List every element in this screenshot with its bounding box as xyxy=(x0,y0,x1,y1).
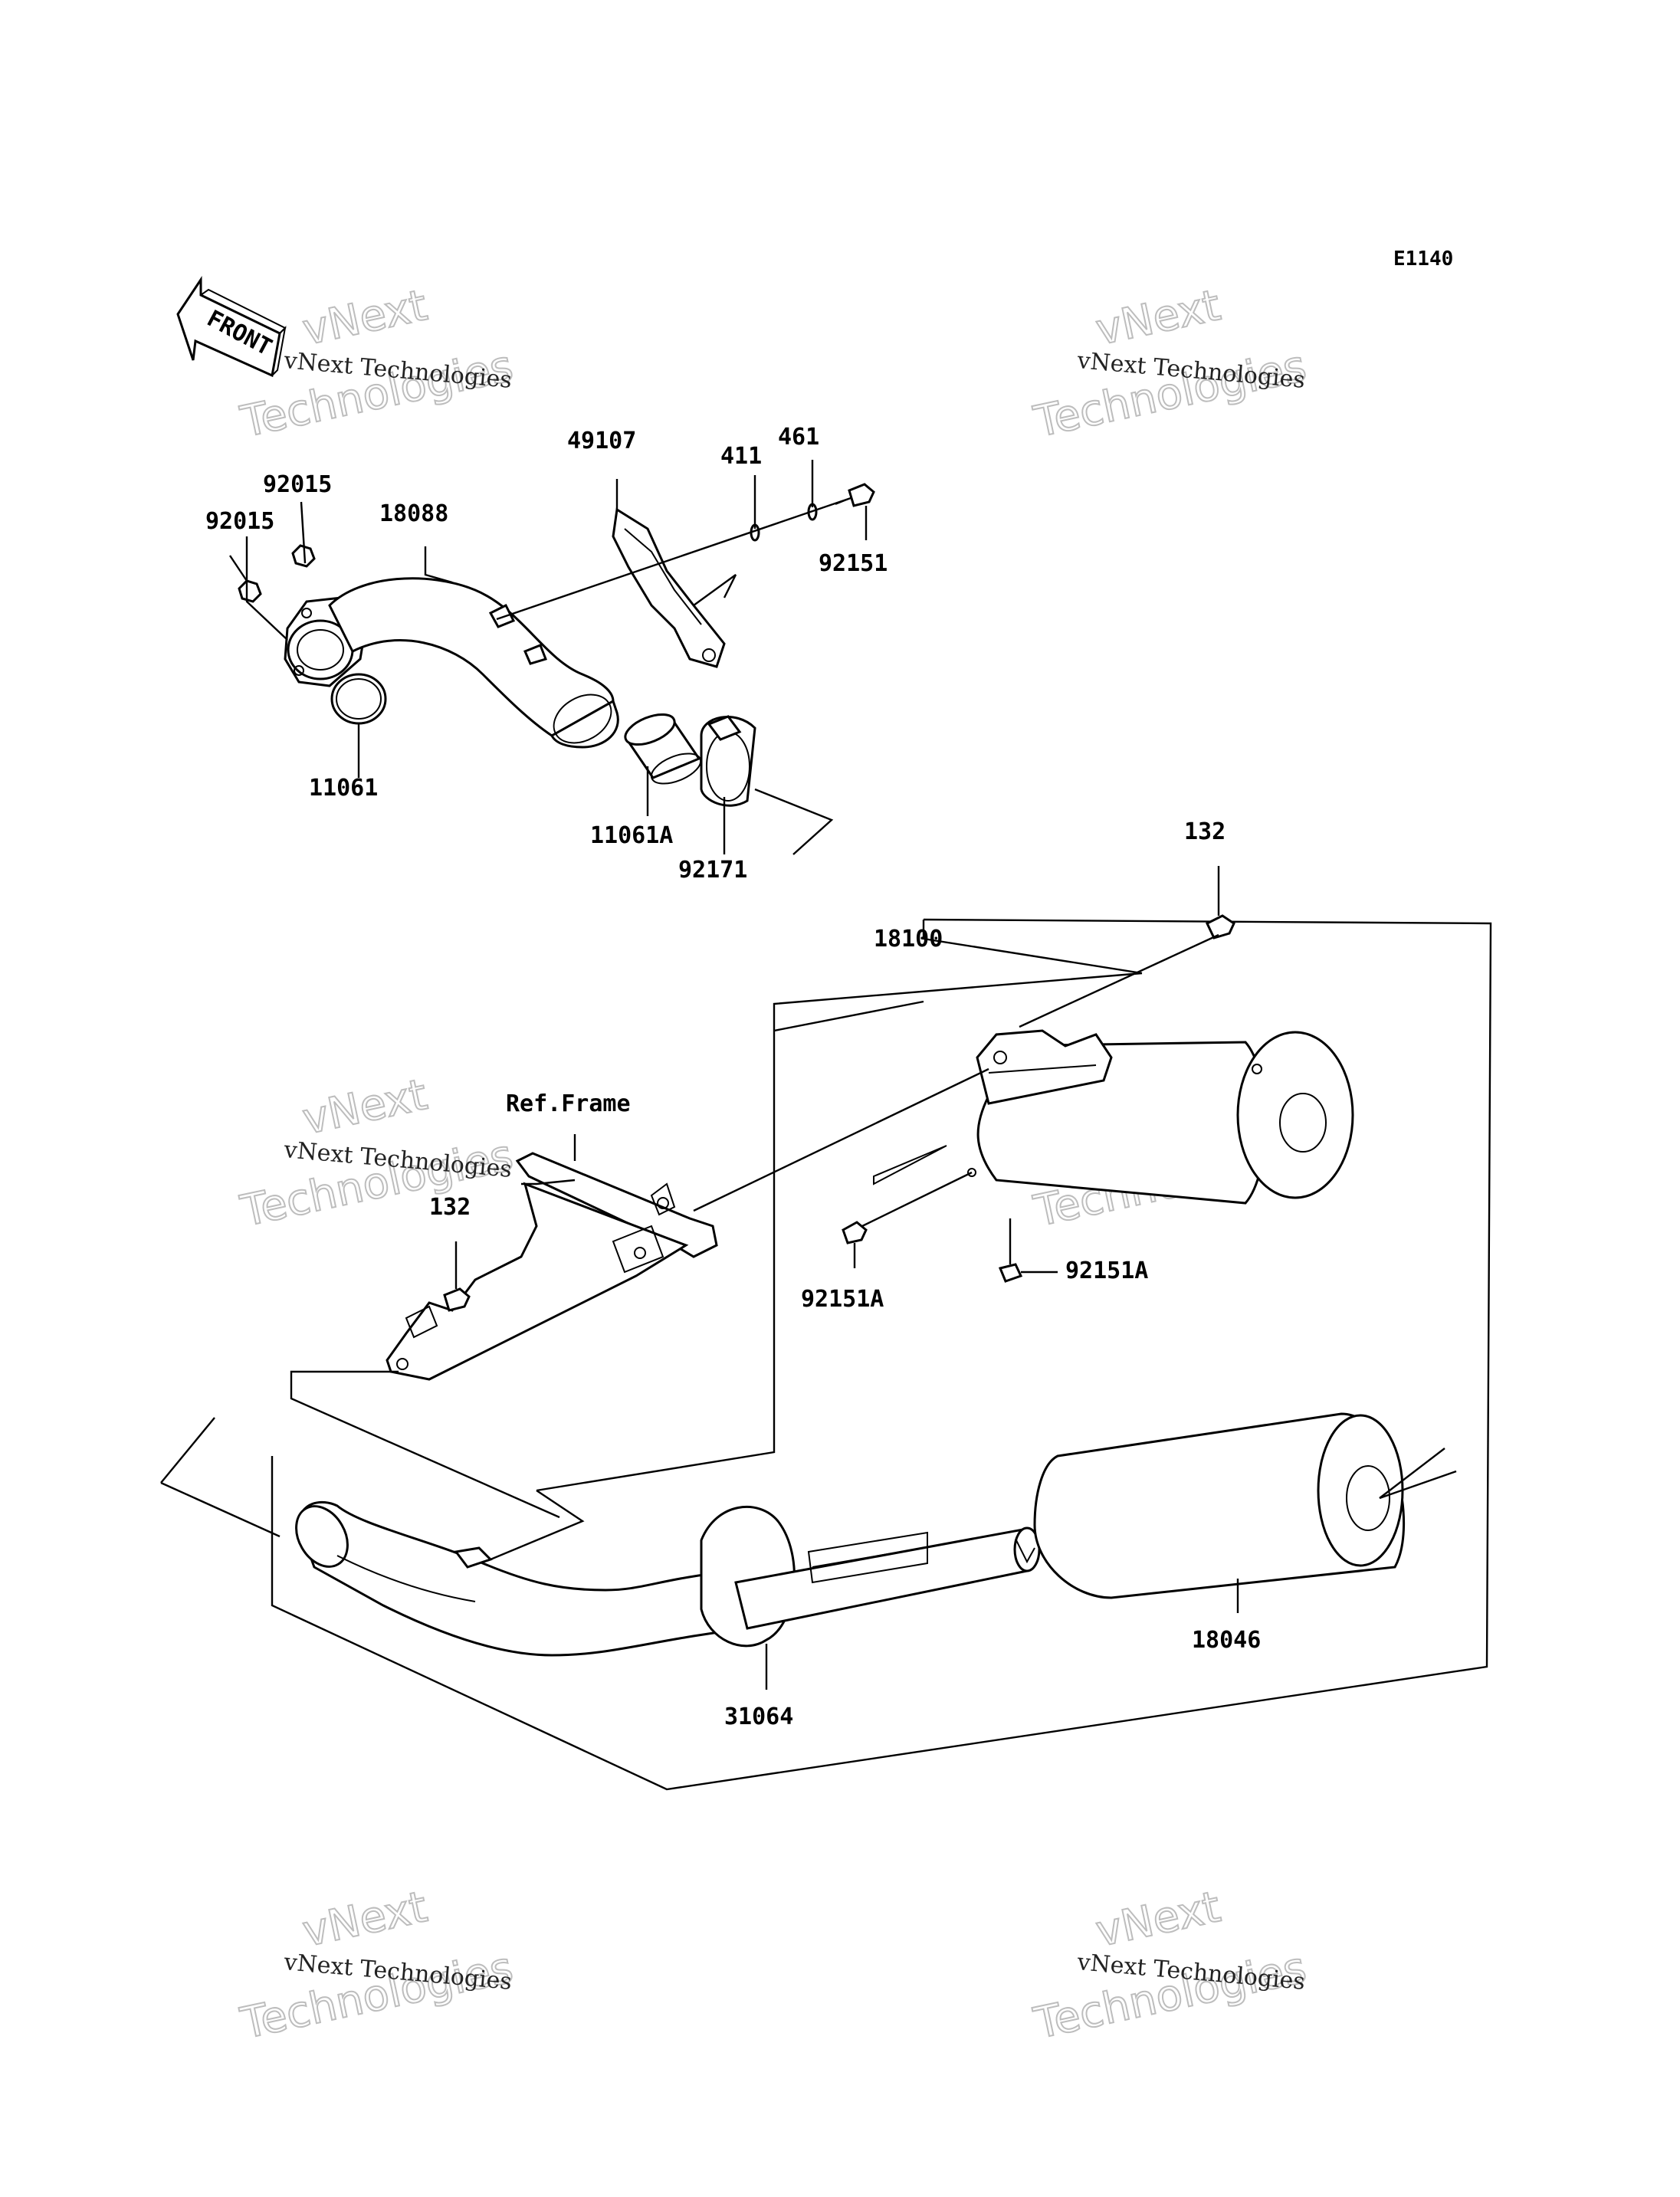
reference-frame xyxy=(386,1152,718,1381)
part-label-11061: 11061 xyxy=(309,775,378,802)
part-label-49107: 49107 xyxy=(567,428,636,454)
watermark-bottom-right: vNext Technologies vNext Technologies xyxy=(1029,1881,1311,2050)
part-label-132-frame: 132 xyxy=(429,1194,471,1221)
nut-92015-b xyxy=(291,544,316,568)
tail-pipe xyxy=(295,1500,749,1657)
end-cap-31064 xyxy=(700,1505,1041,1648)
silencer-18046 xyxy=(1033,1412,1405,1599)
bolt-92151A-left xyxy=(842,1221,868,1244)
part-label-132-top: 132 xyxy=(1184,818,1226,845)
part-label-11061A: 11061A xyxy=(590,822,673,849)
gasket-11061 xyxy=(330,673,387,725)
part-label-92015-a: 92015 xyxy=(205,508,274,535)
clamp-92171 xyxy=(700,715,756,807)
watermark-top-right: vNext Technologies vNext Technologies xyxy=(1029,280,1311,448)
part-label-461: 461 xyxy=(778,424,819,451)
muffler-18100 xyxy=(967,1029,1354,1205)
watermark-big-top: vNext xyxy=(298,1070,431,1145)
part-label-92015-b: 92015 xyxy=(263,471,332,498)
watermark-big-top: vNext xyxy=(298,1882,431,1957)
part-label-92151: 92151 xyxy=(819,550,888,577)
part-label-92171: 92171 xyxy=(678,857,747,884)
part-label-31064: 31064 xyxy=(724,1703,793,1730)
part-label-18088: 18088 xyxy=(379,500,448,527)
sleeve-11061A xyxy=(624,713,702,785)
watermark-mid-left: vNext Technologies vNext Technologies xyxy=(235,1069,517,1238)
heat-guard-49107 xyxy=(612,507,726,668)
bolt-92151 xyxy=(835,483,875,507)
part-label-18100: 18100 xyxy=(874,926,943,953)
bolt-92151A-right xyxy=(998,1263,1023,1283)
ref-frame-label: Ref.Frame xyxy=(506,1090,631,1117)
watermark-bottom-left: vNext Technologies vNext Technologies xyxy=(235,1881,517,2050)
watermark-big-top: vNext xyxy=(298,280,431,356)
part-label-92151A-right: 92151A xyxy=(1065,1258,1148,1284)
bolt-132-top xyxy=(1206,914,1235,939)
diagram-code: E1140 xyxy=(1393,248,1453,271)
watermark-big-top: vNext xyxy=(1091,280,1225,356)
header-pipe xyxy=(284,577,619,749)
front-arrow-icon: FRONT xyxy=(176,276,287,378)
nut-92015-a xyxy=(238,579,262,603)
part-label-18046: 18046 xyxy=(1192,1627,1261,1654)
watermark-big-top: vNext xyxy=(1091,1882,1225,1957)
part-label-411: 411 xyxy=(720,443,762,470)
part-label-92151A-left: 92151A xyxy=(801,1286,884,1313)
bolt-132-frame xyxy=(443,1287,471,1312)
